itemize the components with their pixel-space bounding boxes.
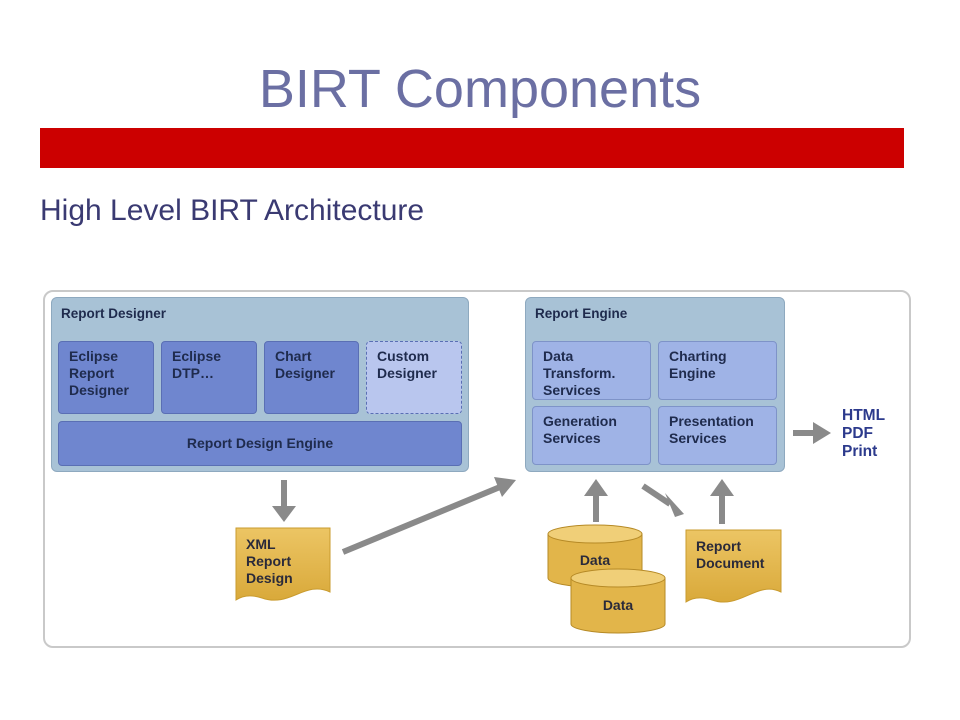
arrow-xml-to-engine [341,477,516,555]
output-html: HTML [842,407,886,424]
generation-services-box: Generation Services [532,406,651,465]
data-label-1: Data [579,552,611,568]
xml-report-design-label: XML Report Design [246,536,293,586]
arrow-engine-to-outputs [793,422,831,444]
charting-engine-box: Charting Engine [658,341,777,400]
output-pdf: PDF [842,425,873,442]
slide-title: BIRT Components [258,59,702,119]
data-cylinder-2 [570,568,666,634]
title-accent-bar [40,128,904,168]
xml-report-design-document [235,527,331,601]
data-transform-services-box: Data Transform. Services [532,341,651,400]
chart-designer-box: Chart Designer [264,341,359,414]
eclipse-report-designer-box: Eclipse Report Designer [58,341,154,414]
report-document-shape [685,529,782,603]
custom-designer-box: Custom Designer [366,341,462,414]
output-print: Print [842,443,878,460]
slide-subtitle: High Level BIRT Architecture [40,194,425,227]
arrow-engine-to-document [641,483,684,517]
arrow-data-to-engine [584,479,608,522]
arrow-document-to-engine [710,479,734,524]
report-document-label: Report Document [696,538,765,571]
presentation-services-box: Presentation Services [658,406,777,465]
arrow-designer-to-xml [272,480,296,522]
report-engine-title: Report Engine [535,306,628,321]
data-label-2: Data [602,597,634,613]
report-design-engine-box: Report Design Engine [58,421,462,466]
data-cylinder-1 [547,524,643,588]
eclipse-dtp-box: Eclipse DTP… [161,341,257,414]
output-formats: HTML PDF Print [842,407,885,461]
report-designer-title: Report Designer [61,306,167,321]
